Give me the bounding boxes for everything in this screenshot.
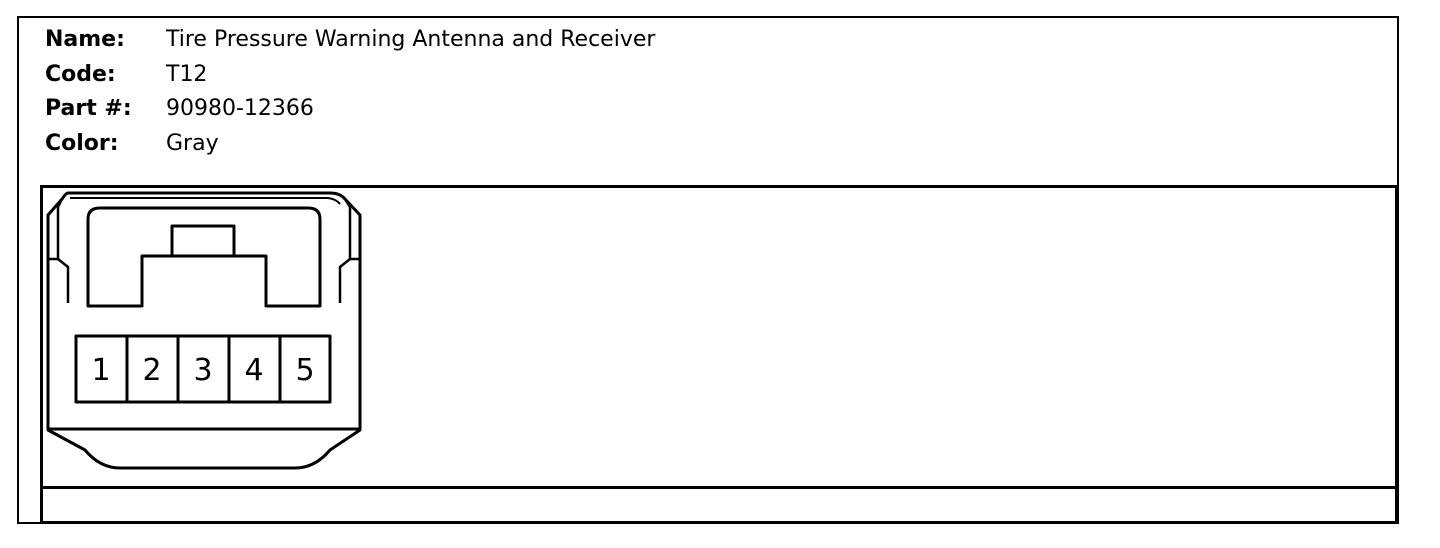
part-label: Part #:: [45, 96, 132, 121]
right-lock-rib: [338, 257, 360, 303]
part-value: 90980-12366: [166, 96, 314, 121]
connector-housing-outline: [46, 191, 362, 470]
code-value: T12: [166, 61, 208, 87]
pin-5-label: 5: [295, 353, 314, 388]
pin-cavity-block: [74, 334, 332, 404]
pin-4-label: 4: [244, 353, 263, 388]
diagram-bottom-strip: [40, 486, 1398, 524]
pin-2-label: 2: [142, 353, 161, 388]
connector-diagram-frame: [40, 185, 1398, 524]
latch-tab: [170, 224, 236, 258]
left-lock-rib: [48, 257, 70, 303]
connector-face-diagram: 1 2 3 4 5: [46, 191, 362, 470]
connector-housing-inner-outline: [70, 197, 341, 205]
color-label: Color:: [45, 130, 119, 156]
code-label: Code:: [45, 61, 116, 87]
pin-3-label: 3: [193, 353, 212, 388]
right-lock-rib-upper: [343, 198, 352, 259]
pin-1-label: 1: [91, 353, 110, 388]
name-label: Name:: [45, 27, 125, 52]
name-value: Tire Pressure Warning Antenna and Receiv…: [166, 27, 656, 52]
left-lock-rib-upper: [56, 198, 64, 259]
connector-keyway: [86, 206, 322, 308]
color-value: Gray: [166, 130, 219, 156]
